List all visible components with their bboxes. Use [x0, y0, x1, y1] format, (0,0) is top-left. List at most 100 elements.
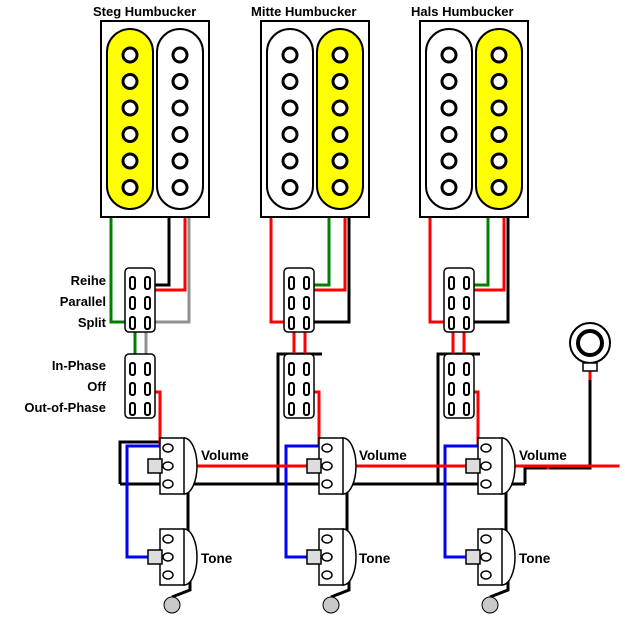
pole-piece — [440, 152, 458, 170]
volume-pot-0 — [147, 437, 198, 495]
pole-piece — [171, 179, 189, 196]
pole-piece — [171, 126, 189, 143]
phase-switch-1 — [283, 353, 315, 419]
switch-lug — [288, 402, 295, 416]
switch-lug — [303, 382, 310, 396]
pot-shaft — [306, 458, 322, 474]
switch-lug — [463, 362, 470, 376]
pole-piece — [331, 126, 349, 143]
pot-lug — [480, 443, 492, 453]
volume-label-bridge: Volume — [201, 448, 249, 463]
pickup-lead-d — [314, 215, 347, 292]
switch-lug — [288, 382, 295, 396]
volume-pot-2 — [465, 437, 516, 495]
capacitor — [481, 596, 499, 614]
switch-lug — [463, 296, 470, 310]
pole-piece — [490, 179, 508, 196]
label-parallel: Parallel — [59, 294, 106, 309]
pot-shaft — [147, 549, 163, 565]
coil-left — [425, 28, 473, 210]
switch-lug — [448, 362, 455, 376]
switch-lug — [288, 276, 295, 290]
pot-lug — [480, 461, 492, 471]
pole-piece — [121, 46, 139, 64]
switch-lug — [288, 362, 295, 376]
pickup-lead-c — [148, 215, 191, 324]
pickup-title-neck: Hals Humbucker — [411, 4, 514, 19]
pickup-title-bridge: Steg Humbucker — [93, 4, 197, 19]
coil-right — [156, 28, 204, 210]
switch-lug — [129, 316, 136, 330]
coil-right — [475, 28, 523, 210]
pot-lug — [162, 461, 174, 471]
switch-lug — [463, 402, 470, 416]
pole-piece — [440, 99, 458, 117]
pole-piece — [121, 126, 139, 143]
pole-piece — [490, 99, 508, 117]
pot-lug — [162, 534, 174, 544]
switch-lug — [448, 402, 455, 416]
pot-lug — [321, 570, 333, 580]
capacitor — [163, 596, 181, 614]
pickup-1 — [260, 20, 370, 218]
switch-lug — [129, 362, 136, 376]
pole-piece — [281, 126, 299, 143]
tone-lead — [125, 444, 162, 559]
switch-lug — [463, 382, 470, 396]
switch-lug — [144, 296, 151, 310]
pole-piece — [490, 73, 508, 90]
coil-switch-1 — [283, 267, 315, 333]
pole-piece — [121, 99, 139, 117]
switch-lug — [303, 296, 310, 310]
pickup-0 — [100, 20, 210, 218]
tone-pot-1 — [306, 528, 357, 586]
switch-lug — [448, 276, 455, 290]
pot-lug — [162, 570, 174, 580]
pot-lug — [162, 443, 174, 453]
pot-lug — [162, 552, 174, 562]
pot-lug — [480, 570, 492, 580]
label-in-phase: In-Phase — [51, 358, 106, 373]
pole-piece — [331, 152, 349, 170]
pole-piece — [281, 46, 299, 64]
pot-lug — [321, 534, 333, 544]
tone-label-middle: Tone — [359, 551, 391, 566]
pickup-lead-d — [473, 215, 506, 292]
pole-piece — [490, 152, 508, 170]
switch-lug — [144, 382, 151, 396]
pole-piece — [331, 46, 349, 64]
coil-switch-2 — [443, 267, 475, 333]
switch-lug — [129, 296, 136, 310]
pole-piece — [121, 73, 139, 90]
tone-label-neck: Tone — [519, 551, 551, 566]
switch-lug — [288, 316, 295, 330]
pole-piece — [171, 46, 189, 64]
pole-piece — [440, 46, 458, 64]
switch-lug — [288, 296, 295, 310]
pickup-lead-c — [307, 215, 351, 324]
tone-pot-0 — [147, 528, 198, 586]
volume-label-middle: Volume — [359, 448, 407, 463]
jack-lug — [582, 362, 598, 372]
pole-piece — [121, 179, 139, 196]
phase-switch-0 — [124, 353, 156, 419]
pickup-title-middle: Mitte Humbucker — [251, 4, 357, 19]
capacitor — [322, 596, 340, 614]
pot-shaft — [465, 458, 481, 474]
tone-pot-2 — [465, 528, 516, 586]
volume-label-neck: Volume — [519, 448, 567, 463]
pot-lug — [480, 534, 492, 544]
pot-lug — [480, 479, 492, 489]
output-jack — [569, 322, 611, 372]
label-split: Split — [77, 315, 106, 330]
pickup-lead-c — [466, 215, 510, 324]
tone-label-bridge: Tone — [201, 551, 233, 566]
switch-lug — [129, 382, 136, 396]
volume-pot-1 — [306, 437, 357, 495]
pot-lug — [321, 479, 333, 489]
pot-lug — [321, 443, 333, 453]
ground-wire-4 — [523, 380, 592, 484]
pole-piece — [331, 73, 349, 90]
switch-lug — [448, 382, 455, 396]
